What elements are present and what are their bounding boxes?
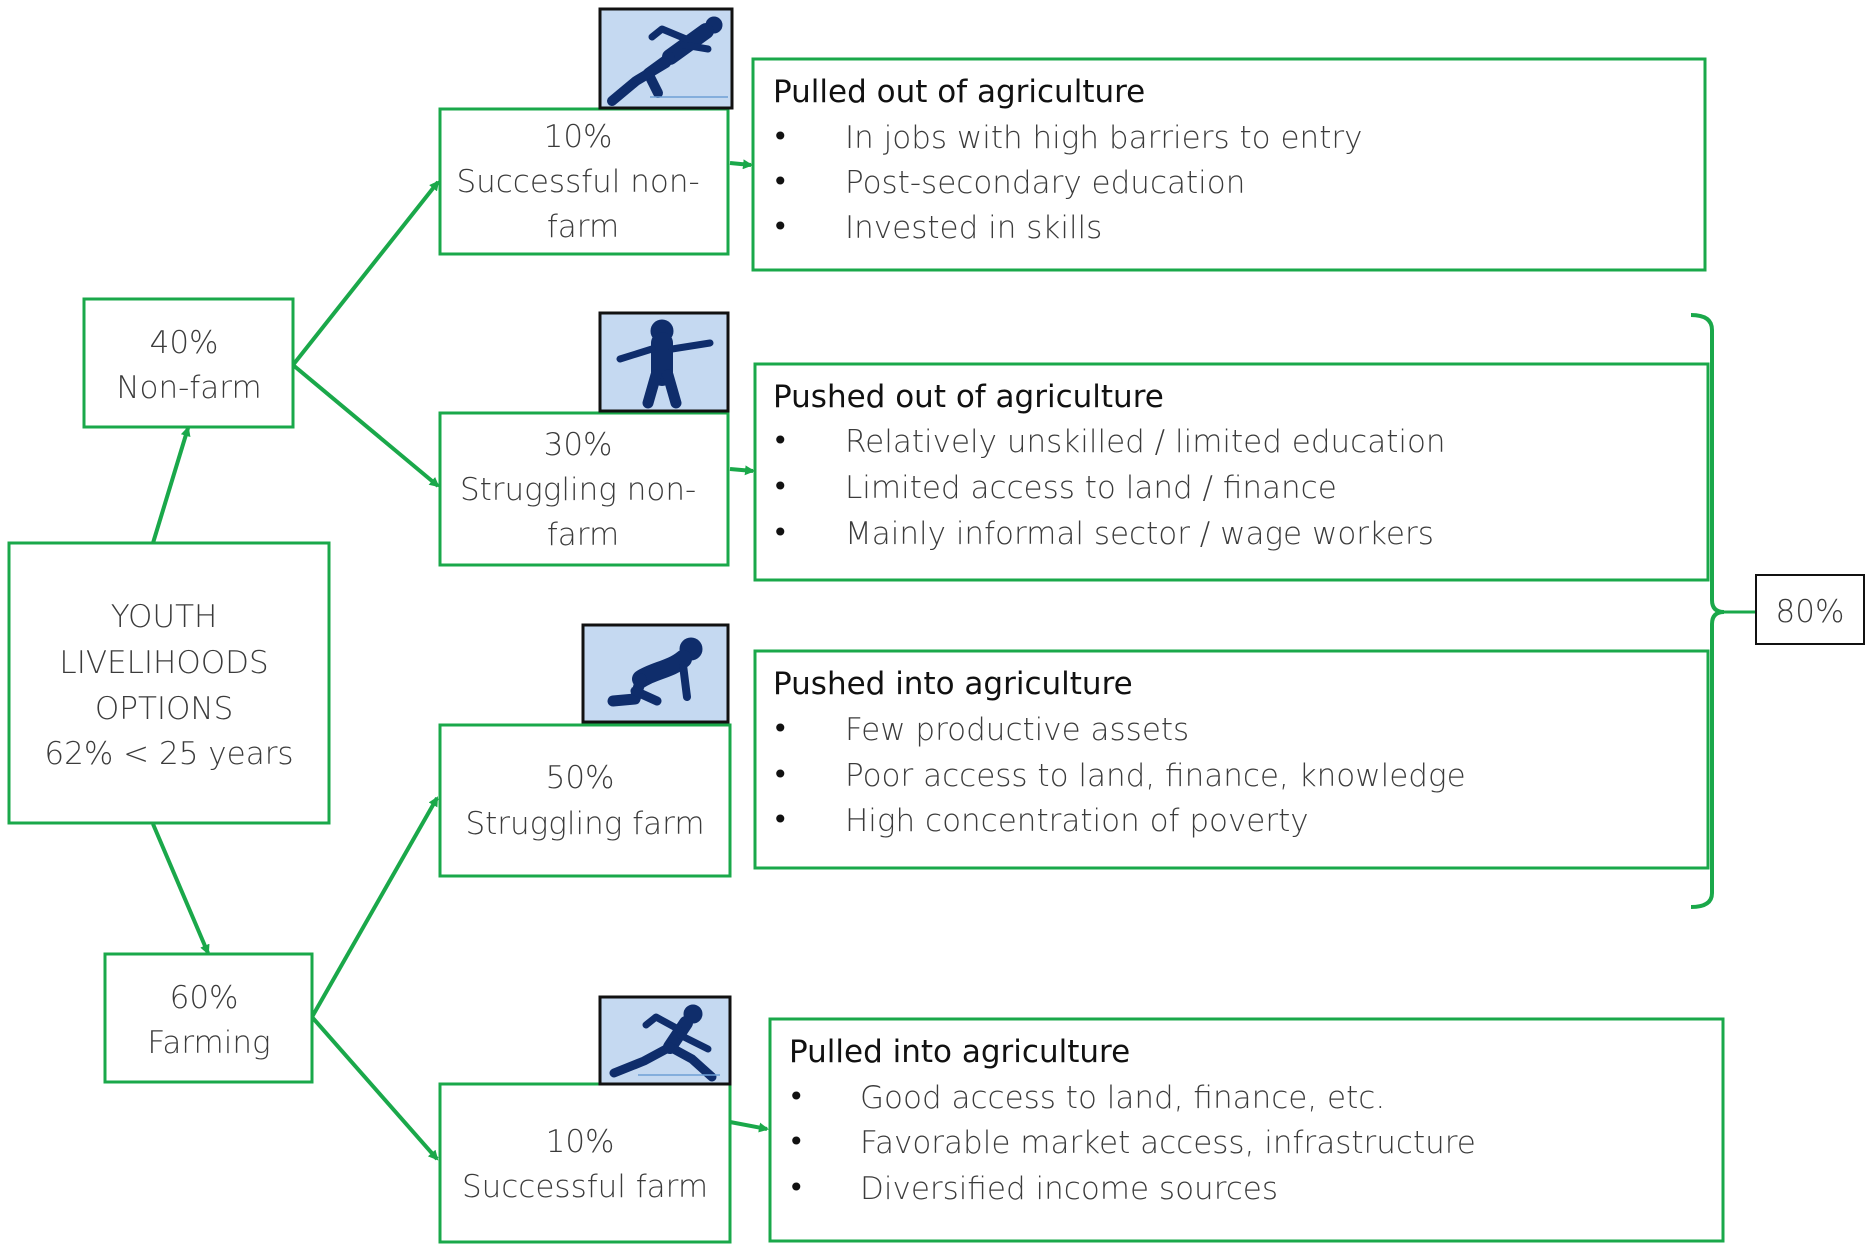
outcome-box [438, 411, 730, 567]
arrow-root-to-nonfarm [151, 426, 191, 544]
root-box [7, 541, 331, 825]
outcome-label: 50% Struggling farm [465, 760, 704, 842]
nonfarm-percent: 40% [150, 325, 219, 361]
nonfarm-node: 40% Non-farm [82, 297, 295, 429]
outcome-title-line-2: farm [547, 209, 619, 245]
outcome-struggling-nonfarm: 30% Struggling non- farm [438, 411, 730, 567]
bracket-label: 80% [1776, 594, 1845, 630]
description-heading: Pushed into agriculture [773, 666, 1133, 702]
description-pulled-into: Pulled into agriculture • Good access to… [768, 1017, 1725, 1243]
arrow-farming-to-successful-farm [310, 1015, 439, 1161]
description-box [768, 1017, 1725, 1243]
bullet-item: Diversified income sources [860, 1171, 1278, 1207]
outcome-percent: 10% [544, 119, 613, 155]
farming-label: 60% Farming [147, 980, 270, 1061]
farming-node: 60% Farming [103, 952, 314, 1084]
farming-percent: 60% [170, 980, 239, 1016]
outcome-label: 30% Struggling non- farm [460, 427, 706, 553]
nonfarm-title: Non-farm [116, 370, 261, 406]
bullet-item: Limited access to land / finance [845, 470, 1337, 506]
arrow-nonfarm-to-struggling-nonfarm [291, 363, 440, 488]
description-pushed-out: Pushed out of agriculture • Relatively u… [753, 362, 1710, 582]
connectors [151, 159, 769, 1161]
nonfarm-label: 40% Non-farm [116, 325, 261, 406]
description-heading: Pulled out of agriculture [773, 74, 1145, 110]
bullet-marker: • [772, 803, 789, 836]
description-heading: Pushed out of agriculture [773, 379, 1164, 415]
bullet-item: Relatively unskilled / limited education [845, 424, 1446, 460]
bullet-item: Good access to land, finance, etc. [860, 1080, 1385, 1116]
running-figure-icon [598, 995, 732, 1086]
bullet-item: Favorable market access, infrastructure [860, 1125, 1476, 1161]
farming-box [103, 952, 314, 1084]
outcome-successful-nonfarm: 10% Successful non- farm [438, 107, 730, 256]
crawling-figure-icon [581, 623, 730, 724]
outcome-label: 10% Successful farm [462, 1124, 708, 1205]
description-pushed-into: Pushed into agriculture • Few productive… [753, 649, 1710, 870]
bullet-item: Post-secondary education [845, 165, 1245, 201]
outcome-successful-farm: 10% Successful farm [438, 1082, 732, 1244]
outcome-percent: 30% [544, 427, 613, 463]
outcome-percent: 50% [546, 760, 615, 796]
root-label-line-4: 62% < 25 years [44, 736, 293, 772]
sprinting-figure-icon [598, 7, 734, 110]
description-pulled-out: Pulled out of agriculture • In jobs with… [751, 57, 1707, 272]
bullet-marker: • [772, 120, 789, 153]
arrow-to-pulled-into [729, 1120, 769, 1133]
bullet-marker: • [772, 470, 789, 503]
bullet-marker: • [772, 210, 789, 243]
arrow-to-pushed-out [729, 465, 755, 476]
description-box [753, 649, 1710, 870]
arrow-nonfarm-to-successful-nonfarm [291, 180, 440, 367]
outcome-box [438, 723, 732, 878]
bullet-item: In jobs with high barriers to entry [845, 120, 1362, 156]
nonfarm-box [82, 297, 295, 429]
bullet-item: Poor access to land, finance, knowledge [845, 758, 1466, 794]
outcome-title-line-1: Struggling non- [460, 472, 696, 508]
outcome-percent: 10% [546, 1124, 615, 1160]
bullet-marker: • [772, 165, 789, 198]
arrow-to-pulled-out [729, 159, 753, 170]
bullet-marker: • [772, 758, 789, 791]
bullet-marker: • [772, 516, 789, 549]
bullet-marker: • [788, 1080, 805, 1113]
bullet-marker: • [772, 712, 789, 745]
outcome-box [438, 107, 730, 256]
arrow-root-to-farming [151, 823, 210, 955]
outcome-struggling-farm: 50% Struggling farm [438, 723, 732, 878]
bullet-marker: • [788, 1125, 805, 1158]
outcome-title: Successful farm [462, 1169, 708, 1205]
bullet-marker: • [772, 424, 789, 457]
description-heading: Pulled into agriculture [789, 1034, 1130, 1070]
farming-title: Farming [147, 1025, 270, 1061]
root-label: YOUTH LIVELIHOODS OPTIONS 62% < 25 years [44, 599, 293, 772]
bullet-item: Few productive assets [845, 712, 1189, 748]
outcome-title: Struggling farm [465, 806, 704, 842]
description-box [751, 57, 1707, 272]
standing-figure-icon [598, 311, 730, 413]
arrow-farming-to-struggling-farm [310, 796, 439, 1018]
root-label-line-1: YOUTH [111, 599, 218, 635]
bullet-marker: • [788, 1171, 805, 1204]
outcome-box [438, 1082, 732, 1244]
bullet-item: Invested in skills [845, 210, 1102, 246]
root-node: YOUTH LIVELIHOODS OPTIONS 62% < 25 years [7, 541, 331, 825]
outcome-title-line-1: Successful non- [456, 164, 699, 200]
root-label-line-3: OPTIONS [95, 691, 233, 727]
bracket-label-box [1755, 574, 1865, 645]
outcome-title-line-2: farm [547, 517, 619, 553]
bullet-item: Mainly informal sector / wage workers [845, 516, 1434, 552]
root-label-line-2: LIVELIHOODS [59, 645, 268, 681]
description-box [753, 362, 1710, 582]
bullet-item: High concentration of poverty [845, 803, 1309, 839]
outcome-label: 10% Successful non- farm [456, 119, 709, 245]
